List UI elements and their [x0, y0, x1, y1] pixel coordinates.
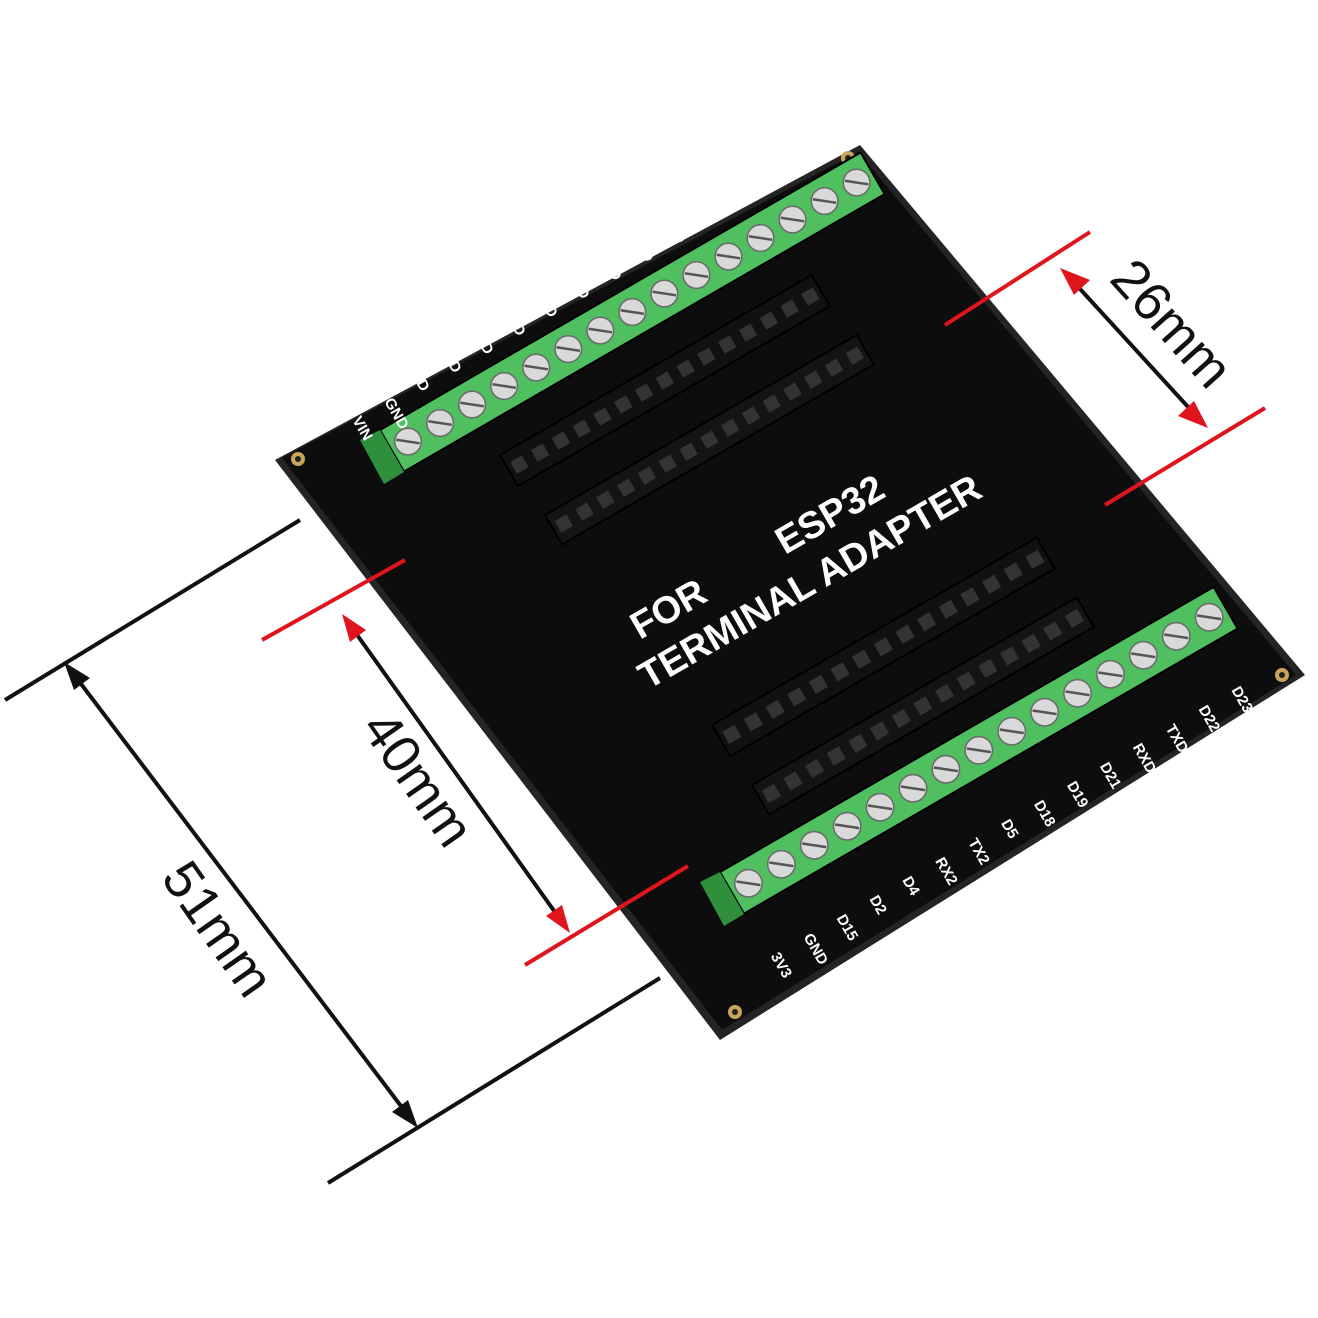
dim-label-26mm: 26mm [1099, 248, 1244, 400]
terminal-block-bottom [718, 585, 1239, 915]
terminal-block-top [378, 151, 886, 473]
header-lower-1 [710, 536, 1057, 758]
header-upper-1 [498, 273, 832, 488]
header-lower-2 [750, 596, 1096, 816]
screw-terminals [360, 151, 1239, 926]
dim-label-40mm: 40mm [350, 700, 485, 857]
pin-headers [498, 273, 1096, 816]
header-upper-2 [543, 333, 876, 546]
